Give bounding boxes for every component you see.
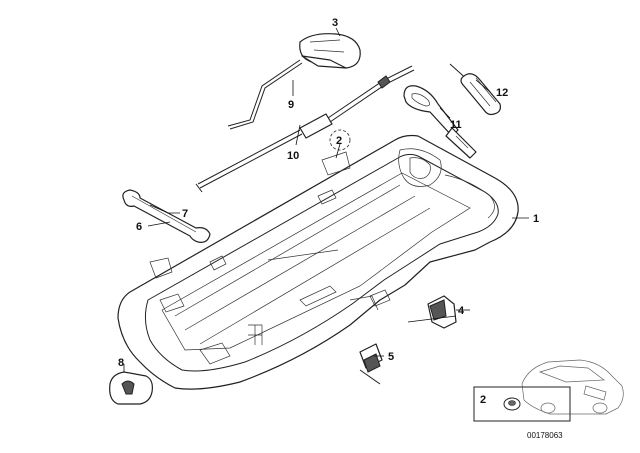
hex-key <box>227 59 303 130</box>
inset-item-number: 2 <box>480 394 486 406</box>
jack-crank <box>195 65 415 193</box>
callout-12: 12 <box>496 87 508 99</box>
nut-icon <box>503 397 521 411</box>
callout-10: 10 <box>287 150 299 162</box>
tool-tray <box>117 134 519 390</box>
callout-8: 8 <box>118 357 124 369</box>
callout-7: 7 <box>182 208 188 220</box>
cap <box>109 371 153 405</box>
cover-bracket <box>299 33 361 69</box>
callout-5: 5 <box>388 351 394 363</box>
callout-2: 2 <box>336 135 342 147</box>
callout-6: 6 <box>136 221 142 233</box>
car-silhouette-icon <box>521 359 624 415</box>
leader-lines <box>123 27 529 372</box>
callout-3: 3 <box>332 17 338 29</box>
callout-9: 9 <box>288 99 294 111</box>
inset-box: 2 <box>473 386 571 422</box>
bolt <box>359 343 383 385</box>
wrench <box>122 189 211 243</box>
towing-eye <box>403 85 477 159</box>
callout-2-circle <box>329 129 351 151</box>
document-number: 00178063 <box>527 431 563 440</box>
clip <box>427 295 457 329</box>
screwdriver <box>449 63 501 116</box>
callout-11: 11 <box>450 119 462 131</box>
callouts: 1 2 3 4 5 6 7 8 9 10 11 12 <box>118 17 539 369</box>
inset-frame <box>473 386 571 422</box>
callout-4: 4 <box>458 305 465 317</box>
callout-1: 1 <box>533 213 539 225</box>
